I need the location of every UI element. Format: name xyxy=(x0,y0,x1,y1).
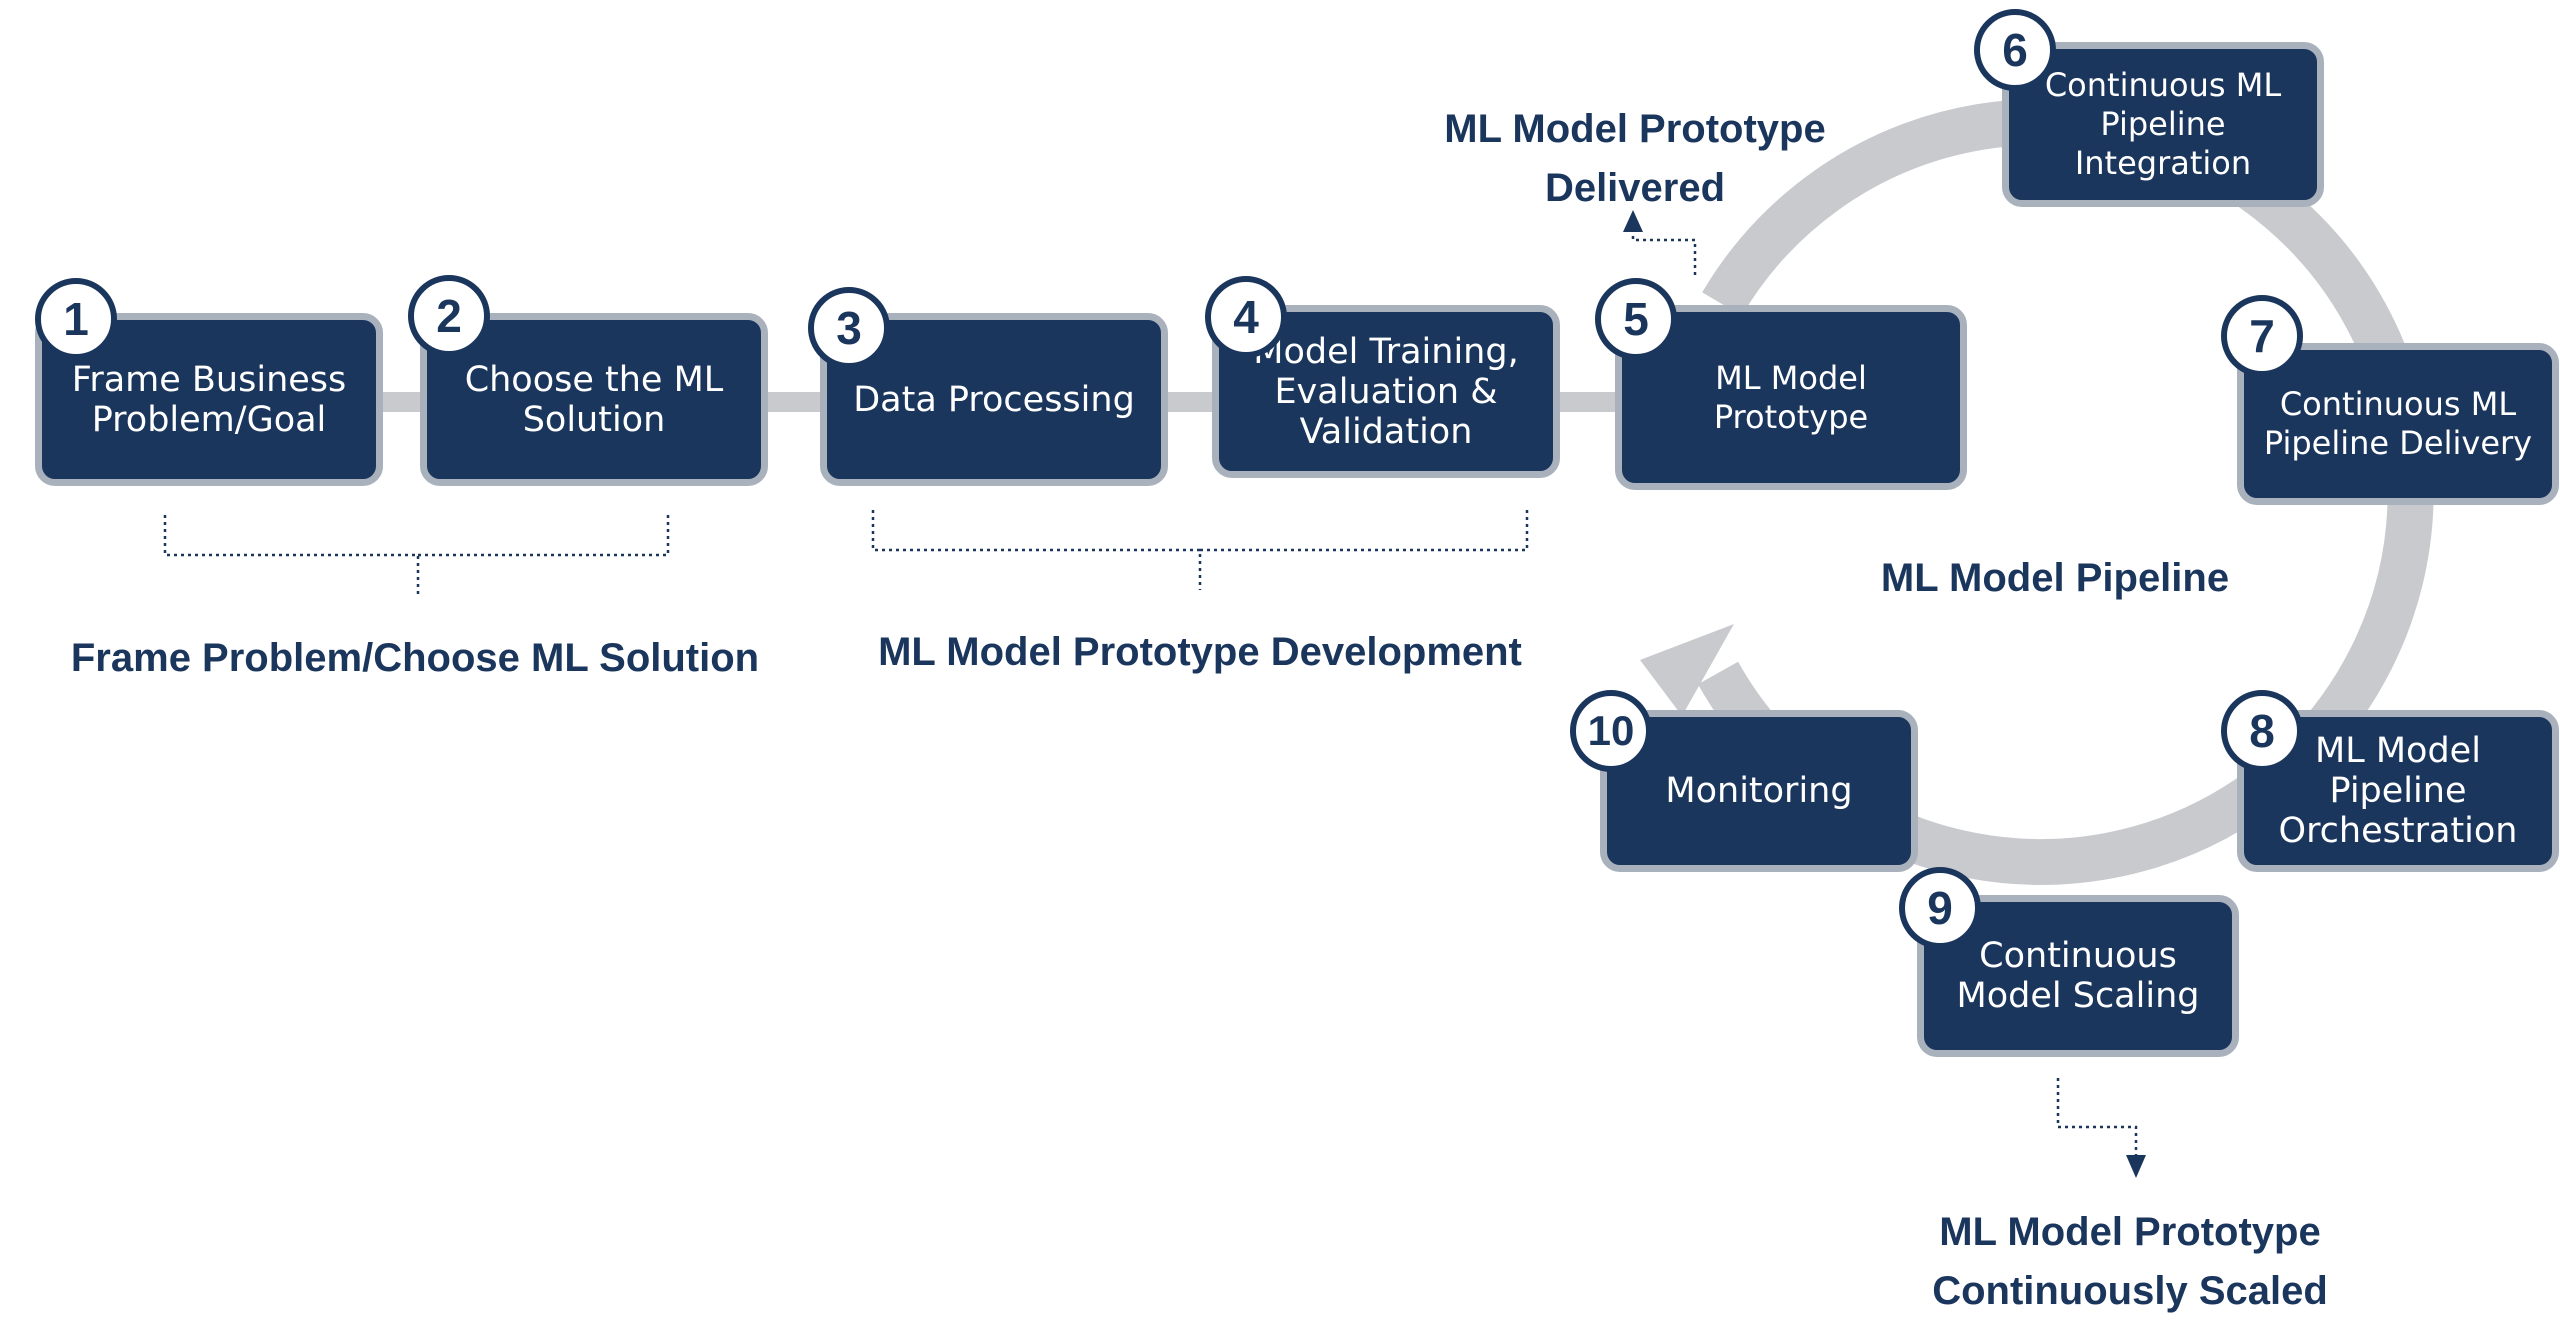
delivered-arrow-line xyxy=(1631,225,1697,275)
step-number-badge: 6 xyxy=(1974,9,2056,91)
step-number-badge: 10 xyxy=(1570,690,1652,772)
step-box-continuous-pipeline-delivery: Continuous ML Pipeline Delivery xyxy=(2237,343,2559,505)
phase-label-prototype-development: ML Model Prototype Development xyxy=(878,630,1522,674)
scaled-arrow-line xyxy=(2056,1078,2138,1155)
cycle-arrowhead xyxy=(1640,624,1734,716)
step-number-badge: 3 xyxy=(808,287,890,369)
pipeline-label: ML Model Pipeline xyxy=(1880,556,2230,600)
step-number-badge: 4 xyxy=(1205,276,1287,358)
prototype-delivered-label: ML Model Prototype Delivered xyxy=(1444,107,1826,210)
step-box-frame-business-problem: Frame Business Problem/Goal xyxy=(35,313,383,486)
step-box-monitoring: Monitoring xyxy=(1600,710,1918,872)
scaled-arrowhead xyxy=(2126,1155,2146,1178)
phase-label-frame-problem: Frame Problem/Choose ML Solution xyxy=(70,636,760,680)
step-number-badge: 1 xyxy=(35,278,117,360)
delivered-arrowhead xyxy=(1623,210,1643,232)
step-number-badge: 2 xyxy=(408,275,490,357)
step-number-badge: 7 xyxy=(2221,295,2303,377)
bracket-prototype-development xyxy=(871,510,1529,590)
step-box-continuous-model-scaling: Continuous Model Scaling xyxy=(1917,895,2239,1057)
step-box-continuous-pipeline-integration: Continuous ML Pipeline Integration xyxy=(2002,42,2324,207)
step-number-badge: 5 xyxy=(1595,278,1677,360)
bracket-frame-problem xyxy=(163,515,670,595)
step-number-badge: 9 xyxy=(1899,867,1981,949)
step-box-ml-model-prototype: ML Model Prototype xyxy=(1615,305,1967,490)
prototype-scaled-label: ML Model Prototype Continuously Scaled xyxy=(1932,1210,2328,1313)
step-number-badge: 8 xyxy=(2221,690,2303,772)
